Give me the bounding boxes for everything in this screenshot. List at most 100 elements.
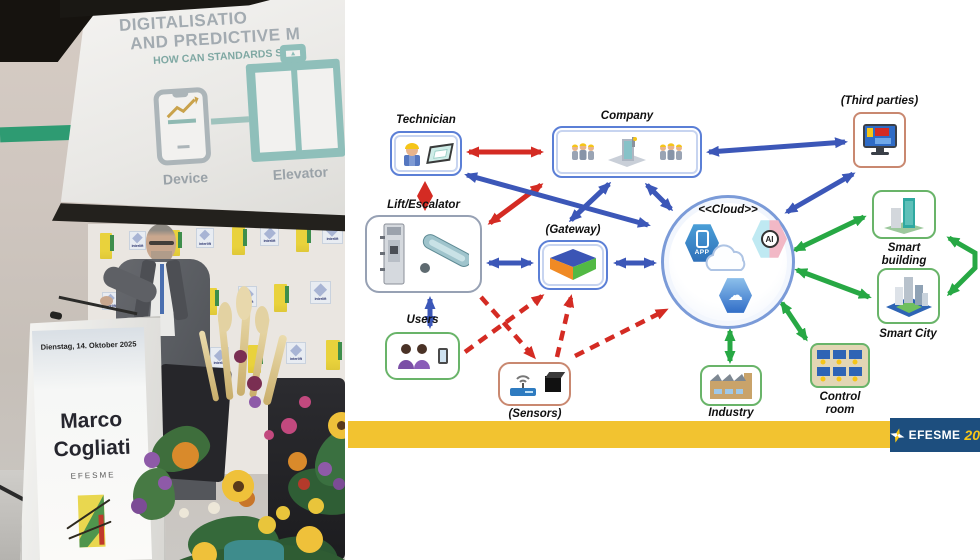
factory-icon: [710, 372, 752, 399]
speaker-first-name: Marco: [59, 407, 123, 434]
workers-group-icon: [660, 143, 682, 160]
vfa-logo: [296, 224, 311, 252]
arrow-cloud-controlroom: [779, 300, 809, 342]
arrow-smartbuilding-smartcity: [946, 235, 978, 297]
arrow-cloud-thirdparties: [784, 171, 856, 215]
arrow-company-cloud: [644, 182, 674, 212]
interlift-label: interlift: [263, 239, 276, 244]
growth-arrow-icon: [166, 96, 199, 119]
efesme-brand-text: EFESME: [908, 428, 961, 442]
technician-lift-diamond: [417, 181, 433, 211]
escalator-icon: [419, 234, 469, 273]
glasses: [149, 241, 174, 245]
tablet-icon: [425, 143, 454, 164]
company-label: Company: [600, 110, 654, 122]
gateway-node: [538, 240, 608, 290]
interlift-label: interlift: [131, 243, 144, 248]
efesme-pinwheel-icon: [890, 427, 905, 443]
lift-escalator-label: Lift/Escalator: [387, 199, 460, 211]
arrow-company-gateway: [568, 181, 612, 223]
company-node: [552, 126, 702, 178]
slide-footer-bar: [348, 421, 890, 448]
industry-label: Industry: [708, 407, 754, 419]
speaker-last-name: Cogliati: [53, 435, 132, 462]
podium-sign: Dienstag, 14. Oktober 2025 Marco Cogliat…: [31, 327, 153, 560]
smart-building-icon: [884, 197, 924, 234]
ai-icon: AI: [760, 230, 779, 248]
cloud-storage-hexagon: ☁: [719, 278, 752, 313]
device-label: Device: [162, 168, 209, 188]
center-cloud-icon: [705, 244, 746, 271]
elevator-label: Elevator: [272, 163, 329, 183]
arrow-company-thirdparties: [706, 137, 848, 157]
arrow-technician-cloud: [464, 172, 651, 228]
gateway-label: (Gateway): [545, 224, 601, 236]
third-parties-node: [853, 112, 906, 168]
sensors-node: [498, 362, 571, 406]
app-phone-icon: [695, 230, 709, 248]
interlift-label: interlift: [199, 241, 211, 246]
interlift-label: interlift: [326, 236, 339, 241]
users-label: Users: [406, 314, 439, 326]
arrow-sensors-cloud-dashed: [573, 307, 669, 359]
arrow-cloud-smartbuilding: [792, 214, 867, 253]
vfa-logo: [100, 233, 114, 259]
smart-city-icon: [885, 277, 932, 317]
interlift-label: interlift: [290, 357, 302, 362]
control-room-label: Control room: [819, 391, 861, 417]
technician-label: Technician: [396, 114, 456, 126]
logo-red-accent: [98, 514, 105, 545]
arrow-lift-sensors-dashed: [479, 295, 536, 360]
elevator-icon: ▲: [245, 43, 345, 163]
interlift-diamond-icon: [263, 227, 276, 239]
slide-on-screen: DIGITALISATIO AND PREDICTIVE M HOW CAN S…: [108, 2, 345, 216]
speaker-organization: EFESME: [70, 470, 116, 481]
phone-chart-baseline: [167, 118, 197, 125]
lift-escalator-node: [365, 215, 482, 293]
interlift-logo: interlift: [129, 231, 146, 250]
user-phone-icon: [438, 348, 448, 364]
smart-building-label: Smart building: [881, 242, 927, 268]
wifi-router-icon: [509, 375, 536, 396]
cloud-label: <<Cloud>>: [698, 204, 758, 216]
vfa-logo: [326, 340, 342, 370]
smart-building-node: [872, 190, 936, 239]
efesme-anniversary-logo: [66, 494, 114, 555]
architecture-slide: Technician Company (Third parties) Lift/…: [345, 0, 980, 560]
control-room-node: [810, 343, 870, 388]
technician-icon: [403, 142, 420, 166]
elevator-door: [255, 70, 296, 153]
interlift-label: interlift: [213, 361, 226, 366]
industry-node: [700, 365, 762, 406]
efesme-anniversary-number: 20: [964, 427, 980, 443]
interlift-label: interlift: [314, 296, 327, 301]
workers-group-icon: [572, 143, 594, 160]
lanyard: [160, 264, 164, 314]
smart-city-label: Smart City: [879, 328, 937, 340]
app-text: APP: [694, 249, 710, 256]
cloud-download-icon: ☁: [728, 287, 743, 304]
interlift-logo: interlift: [196, 228, 214, 248]
company-building-icon: [608, 137, 646, 167]
arrow-sensors-gateway-dashed: [554, 294, 575, 358]
elevator-indicator: ▲: [279, 43, 307, 64]
interlift-diamond-icon: [289, 344, 303, 357]
vfa-logo: [232, 227, 247, 255]
connection-arrows: [417, 137, 978, 364]
device-phone-icon: [153, 86, 212, 166]
smart-city-node: [877, 268, 940, 324]
users-node: [385, 332, 460, 380]
vfa-logo: [274, 284, 289, 312]
interlift-diamond-icon: [313, 283, 327, 297]
podium: Dienstag, 14. Oktober 2025 Marco Cogliat…: [20, 316, 166, 560]
event-date: Dienstag, 14. Oktober 2025: [40, 339, 137, 352]
efesme-logo: EFESME 20: [890, 418, 980, 452]
interlift-logo: interlift: [286, 342, 306, 364]
phone-home-bar: [177, 144, 190, 149]
lift-unit-icon: [379, 223, 404, 285]
arrow-cloud-smartcity: [794, 267, 872, 300]
beard: [151, 251, 172, 262]
technician-node: [390, 131, 462, 176]
sensors-label: (Sensors): [508, 408, 562, 420]
